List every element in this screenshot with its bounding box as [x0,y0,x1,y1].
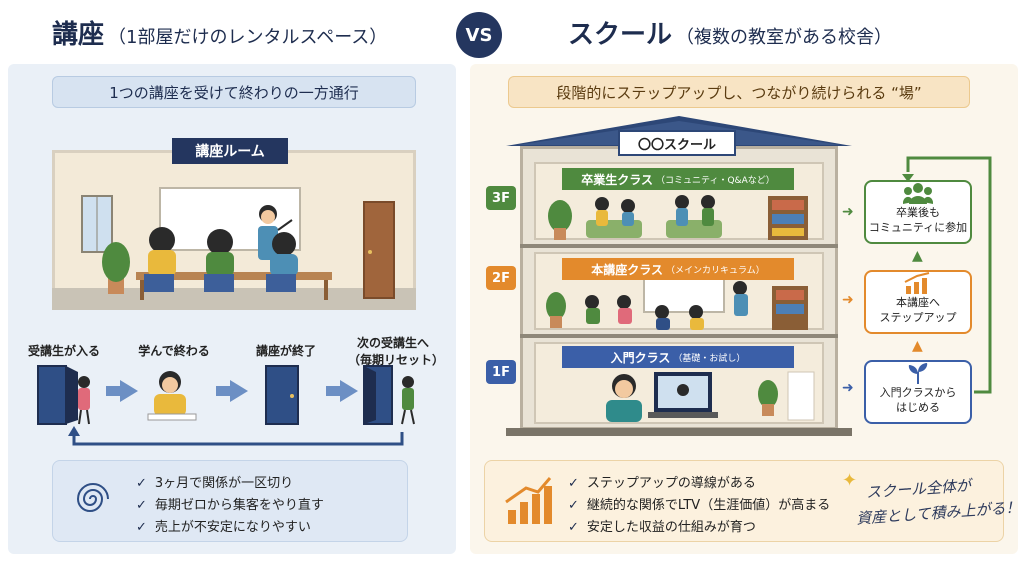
right-header-subtitle: （複数の教室がある校舎） [676,27,893,48]
sparkle-icon: ✦ [842,470,858,491]
floor-divider-2f [520,334,838,338]
left-tagline: 1つの講座を受けて終わりの一方通行 [52,76,416,108]
flow-step-learn: 学んで終わる [138,344,210,358]
left-point-3: ✓売上が不安定になりやすい [136,520,311,535]
flow-arrow-3 [326,380,358,402]
loop-arrow [902,156,992,394]
vs-badge: VS [456,12,502,58]
floor-1f-note: （基礎・お試し） [673,353,746,364]
floor-3f-banner: 卒業生クラス（コミュニティ・Q&Aなど） [562,168,794,190]
arrow-up-to-community: ▲ [912,248,923,264]
step-main-course-line2: ステップアップ [879,311,957,325]
right-point-1: ✓ステップアップの導線がある [568,476,756,491]
left-points-box [52,460,408,542]
right-point-2: ✓継続的な関係でLTV（生涯価値）が高まる [568,498,831,513]
right-point-3: ✓安定した収益の仕組みが育つ [568,520,756,535]
floor-tag-2f: 2F [486,266,516,290]
arrow-to-main: ➜ [842,292,854,308]
floor-3f-illustration [548,195,808,240]
left-point-1: ✓3ヶ月で関係が一区切り [136,476,294,491]
flow-step-end: 講座が終了 [255,344,316,358]
step-intro: 入門クラスから はじめる [864,360,972,424]
floor-1f-title: 入門クラス [610,350,671,365]
flow-step-next-line2: （毎期リセット） [348,353,445,367]
building-ground [506,428,852,436]
step-main-course: 本講座へ ステップアップ [864,270,972,334]
right-header-title: スクール [568,20,673,50]
step-community-line2: コミュニティに参加 [868,221,968,235]
flow-arrow-1 [106,380,138,402]
flow-step-enter: 受講生が入る [28,344,101,358]
step-intro-line1: 入門クラスから [879,386,957,400]
growth-chart-icon [505,477,552,524]
left-header: 講座（1部屋だけのレンタルスペース） [52,14,387,51]
floor-2f-banner: 本講座クラス（メインカリキュラム） [562,258,794,280]
sprout-icon [908,363,928,385]
floor-1f-illustration [606,371,815,422]
floor-1f-banner: 入門クラス（基礎・お試し） [562,346,794,368]
left-header-title: 講座 [52,20,105,50]
step-community-line1: 卒業後も [896,206,940,220]
floor-divider-3f [520,244,838,248]
arrow-to-community: ➜ [842,204,854,220]
community-icon [903,183,933,205]
floor-3f-note: （コミュニティ・Q&Aなど） [656,175,775,186]
floor-2f-note: （メインカリキュラム） [666,265,765,276]
right-points-box [484,460,1004,542]
room-label: 講座ルーム [172,138,288,164]
left-header-subtitle: （1部屋だけのレンタルスペース） [108,27,388,48]
floor-2f-illustration [546,277,808,330]
step-community: 卒業後も コミュニティに参加 [864,180,972,244]
step-main-course-line1: 本講座へ [896,296,940,310]
floor-tag-3f: 3F [486,186,516,210]
floor-tag-1f: 1F [486,360,516,384]
floor-2f-title: 本講座クラス [591,262,664,277]
classroom-illustration [81,187,395,300]
spiral-icon [76,483,109,512]
flow-arrow-2 [216,380,248,402]
bar-chart-icon [904,272,930,295]
flow-step-next-line1: 次の受講生へ [356,336,429,350]
flow-illustrations [37,365,415,446]
floor-3f-title: 卒業生クラス [581,172,654,187]
arrow-to-intro: ➜ [842,380,854,396]
school-name: 〇〇スクール [618,130,736,156]
step-intro-line2: はじめる [896,401,940,415]
arrow-up-to-main: ▲ [912,338,923,354]
right-header: スクール（複数の教室がある校舎） [568,14,892,51]
flow-step-next: 次の受講生へ （毎期リセット） [348,334,445,368]
right-tagline: 段階的にステップアップし、つながり続けられる “場” [508,76,970,108]
left-point-2: ✓毎期ゼロから集客をやり直す [136,498,324,513]
